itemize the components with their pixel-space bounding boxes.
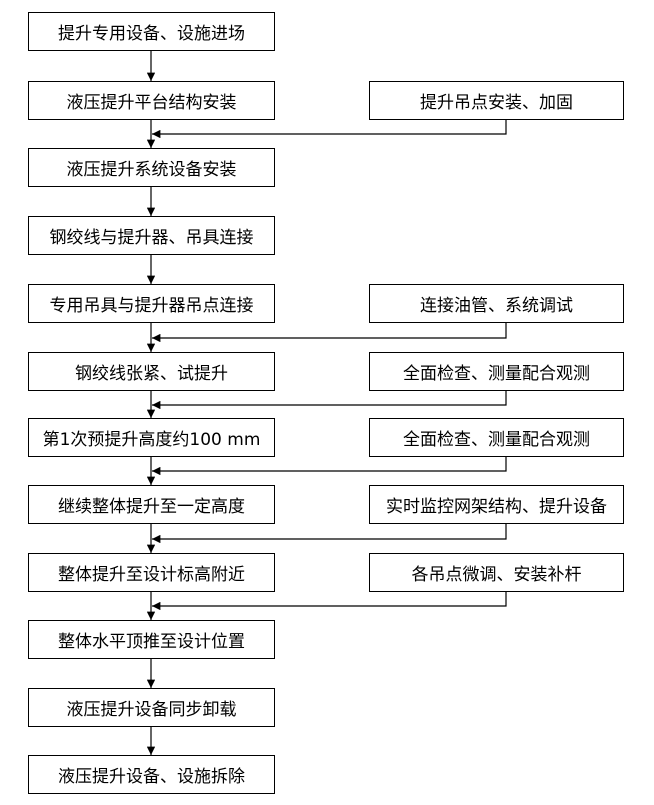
main-step-9: 整体提升至设计标高附近 — [28, 553, 275, 592]
side-step-1: 提升吊点安装、加固 — [369, 81, 624, 120]
main-step-6-label: 钢绞线张紧、试提升 — [75, 364, 228, 384]
side-step-4-label: 全面检查、测量配合观测 — [403, 430, 590, 450]
side-step-3-label: 全面检查、测量配合观测 — [403, 364, 590, 384]
main-step-5: 专用吊具与提升器吊点连接 — [28, 284, 275, 323]
side-step-5: 实时监控网架结构、提升设备 — [369, 485, 624, 524]
side-connector-6 — [152, 592, 507, 611]
main-step-10: 整体水平顶推至设计位置 — [28, 620, 275, 659]
main-step-2: 液压提升平台结构安装 — [28, 81, 275, 120]
main-step-8-label: 继续整体提升至一定高度 — [58, 497, 245, 517]
main-step-10-label: 整体水平顶推至设计位置 — [58, 632, 245, 652]
side-connector-3 — [152, 391, 507, 410]
main-step-11-label: 液压提升设备同步卸载 — [66, 700, 237, 720]
main-step-12: 液压提升设备、设施拆除 — [28, 755, 275, 794]
main-step-7: 第1次预提升高度约100 mm — [28, 418, 275, 457]
side-step-3: 全面检查、测量配合观测 — [369, 352, 624, 391]
main-step-11: 液压提升设备同步卸载 — [28, 688, 275, 727]
side-step-6: 各吊点微调、安装补杆 — [369, 553, 624, 592]
main-step-3: 液压提升系统设备安装 — [28, 148, 275, 187]
side-step-4: 全面检查、测量配合观测 — [369, 418, 624, 457]
main-step-3-label: 液压提升系统设备安装 — [66, 160, 237, 180]
side-connector-2 — [152, 323, 507, 343]
side-step-5-label: 实时监控网架结构、提升设备 — [386, 497, 607, 517]
side-connector-4 — [152, 457, 507, 476]
side-step-1-label: 提升吊点安装、加固 — [420, 93, 573, 113]
main-step-6: 钢绞线张紧、试提升 — [28, 352, 275, 391]
side-connector-1 — [152, 120, 507, 139]
main-step-1: 提升专用设备、设施进场 — [28, 12, 275, 51]
side-step-2-label: 连接油管、系统调试 — [420, 296, 573, 316]
main-step-12-label: 液压提升设备、设施拆除 — [58, 767, 245, 787]
side-connector-5 — [152, 524, 507, 544]
main-step-8: 继续整体提升至一定高度 — [28, 485, 275, 524]
side-step-6-label: 各吊点微调、安装补杆 — [411, 565, 582, 585]
side-step-2: 连接油管、系统调试 — [369, 284, 624, 323]
main-step-4: 钢绞线与提升器、吊具连接 — [28, 216, 275, 255]
main-step-5-label: 专用吊具与提升器吊点连接 — [49, 296, 254, 316]
main-step-1-label: 提升专用设备、设施进场 — [58, 24, 245, 44]
main-step-9-label: 整体提升至设计标高附近 — [58, 565, 245, 585]
main-step-7-label: 第1次预提升高度约100 mm — [42, 430, 261, 450]
main-step-4-label: 钢绞线与提升器、吊具连接 — [49, 228, 254, 248]
main-step-2-label: 液压提升平台结构安装 — [66, 93, 237, 113]
